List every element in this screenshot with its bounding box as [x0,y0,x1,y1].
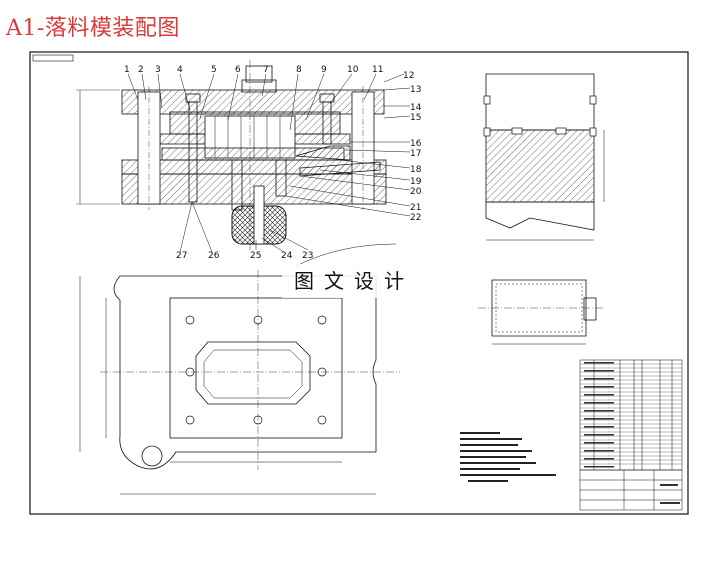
balloon-4: 4 [177,65,183,75]
drawing-title: A1-落料模装配图 [6,16,180,41]
balloon-18: 18 [410,165,422,175]
balloon-11: 11 [372,65,383,75]
technical-notes [460,432,556,482]
balloon-25: 25 [250,251,261,261]
balloon-22: 22 [410,213,421,223]
watermark: 图文设计 [282,264,426,298]
balloon-27: 27 [176,251,187,261]
balloon-1: 1 [124,65,130,75]
part-section-view [483,73,605,241]
balloon-6: 6 [235,65,241,75]
balloon-5: 5 [211,65,217,75]
balloon-26: 26 [208,251,220,261]
balloon-12: 12 [403,71,414,81]
balloon-8: 8 [296,65,302,75]
balloon-20: 20 [410,187,422,197]
balloon-leaders [127,73,411,253]
balloon-numbers: 1 2 3 4 5 6 7 8 9 10 11 12 13 14 15 16 1… [124,65,422,261]
balloon-3: 3 [155,65,161,75]
blank-plan-view [478,279,604,345]
balloon-13: 13 [410,85,421,95]
balloon-14: 14 [410,103,422,113]
balloon-17: 17 [410,149,421,159]
balloon-23: 23 [302,251,313,261]
drawing-code-box [32,54,74,62]
balloon-7: 7 [263,65,269,75]
balloon-10: 10 [347,65,359,75]
parts-list-table [579,359,683,511]
balloon-24: 24 [281,251,293,261]
parts-list-text-marks [584,362,680,504]
balloon-16: 16 [410,139,422,149]
balloon-15: 15 [410,113,421,123]
plan-view [79,243,400,495]
balloon-9: 9 [321,65,327,75]
sheet-border [29,51,689,515]
front-section-view [76,60,387,250]
balloon-21: 21 [410,203,421,213]
balloon-2: 2 [138,65,144,75]
balloon-19: 19 [410,177,422,187]
